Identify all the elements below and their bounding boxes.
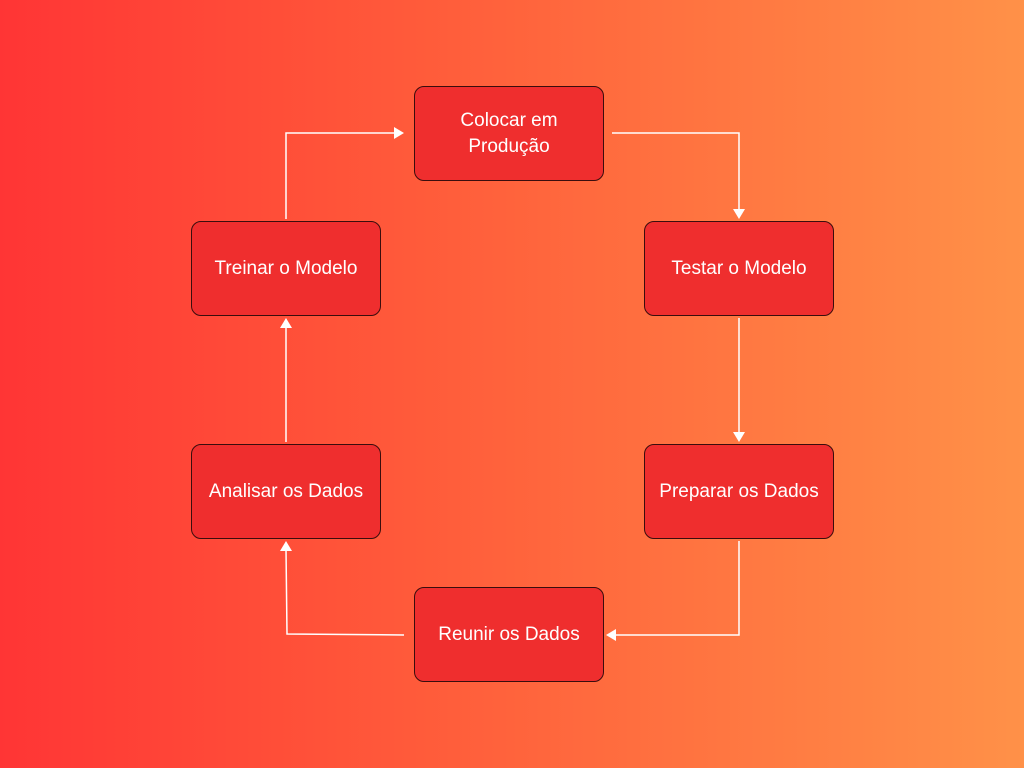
node-label: Preparar os Dados bbox=[659, 480, 819, 502]
node-label: Treinar o Modelo bbox=[214, 257, 358, 279]
node-label: Reunir os Dados bbox=[438, 623, 580, 645]
edge-treinar-to-colocar bbox=[285, 127, 404, 219]
edge-testar-to-preparar bbox=[733, 318, 745, 442]
edge-colocar-to-testar bbox=[612, 132, 745, 219]
edge-reunir-to-analisar bbox=[280, 541, 405, 636]
node-label: Testar o Modelo bbox=[671, 257, 807, 279]
node-reunir-os-dados[interactable]: Reunir os Dados bbox=[414, 587, 604, 682]
node-preparar-os-dados[interactable]: Preparar os Dados bbox=[644, 444, 834, 539]
node-treinar-o-modelo[interactable]: Treinar o Modelo bbox=[191, 221, 381, 316]
node-label: Colocar em Produção bbox=[460, 109, 558, 157]
node-testar-o-modelo[interactable]: Testar o Modelo bbox=[644, 221, 834, 316]
edge-analisar-to-treinar bbox=[280, 318, 292, 442]
node-colocar-em-producao[interactable]: Colocar em Produção bbox=[414, 86, 604, 181]
edge-preparar-to-reunir bbox=[606, 541, 740, 641]
node-label: Analisar os Dados bbox=[208, 480, 364, 502]
node-analisar-os-dados[interactable]: Analisar os Dados bbox=[191, 444, 381, 539]
